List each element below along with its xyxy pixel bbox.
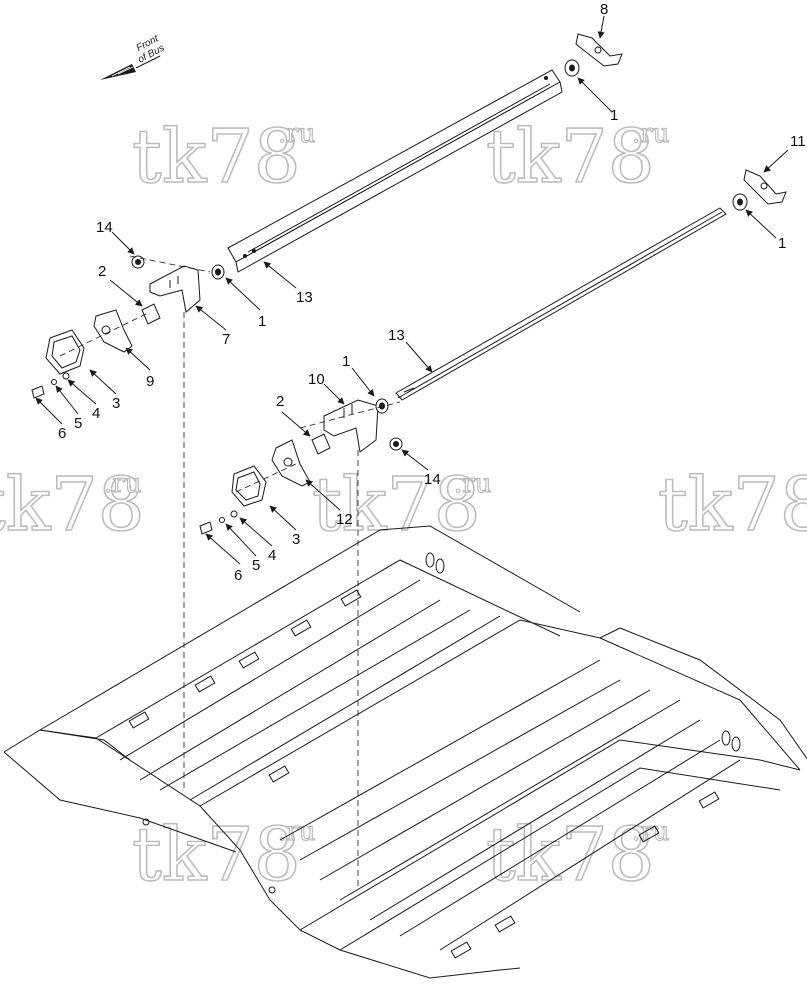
watermark-sup: .ru <box>104 469 141 499</box>
centerlines <box>59 255 401 890</box>
callout-11: 11 <box>790 133 806 150</box>
bracket-11 <box>743 169 787 205</box>
upper-duct <box>227 69 563 273</box>
callout-7: 7 <box>222 331 230 348</box>
callout-4: 4 <box>268 547 276 564</box>
watermark: tk78 <box>657 461 807 549</box>
screw-6b <box>199 521 213 535</box>
watermark-text: tk78 <box>658 462 807 548</box>
spacer-2a <box>141 303 161 325</box>
leader-lines <box>35 15 789 565</box>
callout-14: 14 <box>424 471 441 488</box>
watermark-text: tk78 <box>0 462 145 548</box>
callouts: 8 1 11 1 14 2 13 1 7 9 3 4 5 6 13 10 1 2… <box>58 1 806 584</box>
watermark: tk78 .ru <box>485 811 670 899</box>
watermark: tk78 .ru <box>485 113 670 201</box>
callout-1: 1 <box>778 235 786 252</box>
watermark-sup: .ru <box>278 817 315 847</box>
washer-1b <box>732 193 748 211</box>
callout-13: 13 <box>388 327 405 344</box>
callout-1: 1 <box>610 107 618 124</box>
callout-3: 3 <box>112 395 120 412</box>
watermark-text: tk78 <box>486 812 655 898</box>
washer-1a <box>564 59 580 77</box>
washer-4b <box>230 510 238 518</box>
callout-10: 10 <box>308 371 325 388</box>
callout-5: 5 <box>252 557 260 574</box>
watermark: tk78 .ru <box>131 811 316 899</box>
callout-9: 9 <box>146 373 154 390</box>
callout-12: 12 <box>336 511 353 528</box>
watermark: tk78 .ru <box>0 461 146 549</box>
watermark-text: tk78 <box>312 462 481 548</box>
callout-6: 6 <box>234 567 242 584</box>
spacer-2b <box>311 433 331 455</box>
left-assembly <box>31 255 225 399</box>
washer-5b <box>219 517 225 523</box>
callout-6: 6 <box>58 425 66 442</box>
callout-14: 14 <box>96 219 113 236</box>
lower-rod <box>395 207 727 401</box>
watermark-text: tk78 <box>132 114 301 200</box>
screw-6a <box>31 385 45 399</box>
callout-4: 4 <box>92 405 100 422</box>
callout-13: 13 <box>296 289 313 306</box>
watermark: tk78 .ru <box>311 461 492 549</box>
callout-1: 1 <box>342 353 350 370</box>
plate-9 <box>93 309 133 353</box>
washer-4a <box>62 372 70 380</box>
watermark-sup: .ru <box>454 469 491 499</box>
callout-8: 8 <box>600 1 608 18</box>
washer-5a <box>51 379 57 385</box>
callout-1: 1 <box>258 313 266 330</box>
roof-frame <box>3 525 807 979</box>
watermark-sup: .ru <box>278 119 315 149</box>
callout-3: 3 <box>292 531 300 548</box>
watermark-text: tk78 <box>132 812 301 898</box>
front-arrow-icon <box>100 64 136 80</box>
watermark: tk78 .ru <box>131 113 316 201</box>
watermark-sup: .ru <box>632 119 669 149</box>
callout-5: 5 <box>74 415 82 432</box>
callout-2: 2 <box>98 263 106 280</box>
watermark-text: tk78 <box>486 114 655 200</box>
bracket-8 <box>575 33 623 67</box>
bracket-7 <box>149 265 201 313</box>
watermark-sup: .ru <box>632 817 669 847</box>
watermarks: tk78 .ru tk78 .ru tk78 .ru tk78 .ru tk78… <box>0 113 807 899</box>
front-of-bus-indicator: Front of Bus <box>100 33 166 80</box>
bracket-10 <box>323 399 379 453</box>
callout-2: 2 <box>276 393 284 410</box>
